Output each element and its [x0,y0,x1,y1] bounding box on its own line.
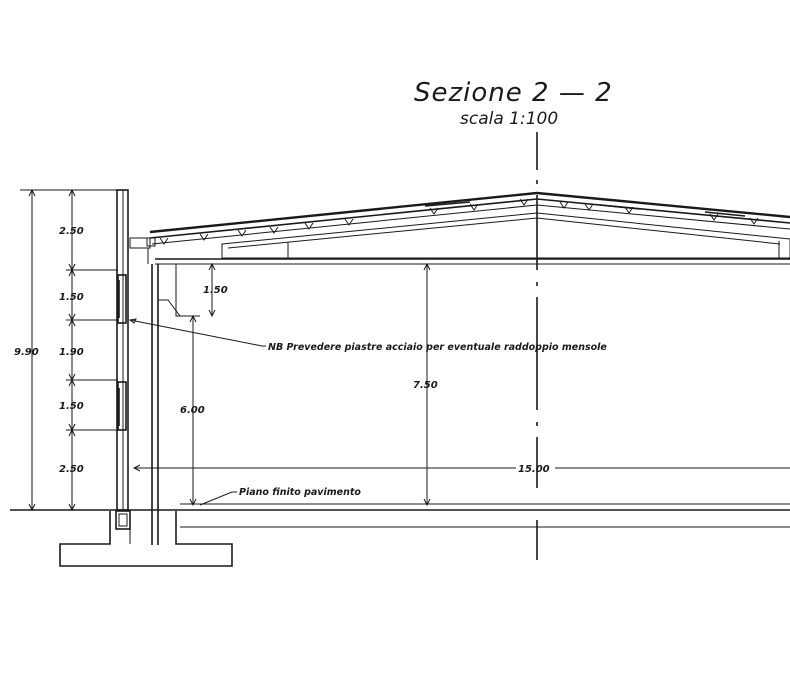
note-floor-level: Piano finito pavimento [239,487,361,498]
beam-height-dimension [208,262,216,318]
span-dimension [132,464,790,472]
dim-segment-5: 2.50 [59,464,84,475]
clear-height-dimension [423,262,431,507]
note-steel-plates: NB Prevedere piastre acciaio per eventua… [268,342,607,353]
dim-segment-1: 2.50 [59,226,84,237]
note-leaders [128,318,266,506]
dim-beam-height: 1.50 [203,285,228,296]
corbel-height-dimension [189,314,197,507]
left-dimension-chain [20,188,118,512]
dim-clear-height: 7.50 [413,380,438,391]
dim-span: 15.00 [518,464,550,475]
dim-corbel-height: 6.00 [180,405,205,416]
dim-segment-4: 1.50 [59,401,84,412]
floor-slab [10,503,790,528]
foundation [59,510,233,567]
column [129,237,200,545]
scale-label: scala 1:100 [460,109,558,129]
section-title: Sezione 2 — 2 [414,78,613,108]
dim-segment-2: 1.50 [59,292,84,303]
dim-total-height: 9.90 [14,347,39,358]
dim-segment-3: 1.90 [59,347,84,358]
roof-structure [149,191,790,265]
wall [116,189,129,511]
